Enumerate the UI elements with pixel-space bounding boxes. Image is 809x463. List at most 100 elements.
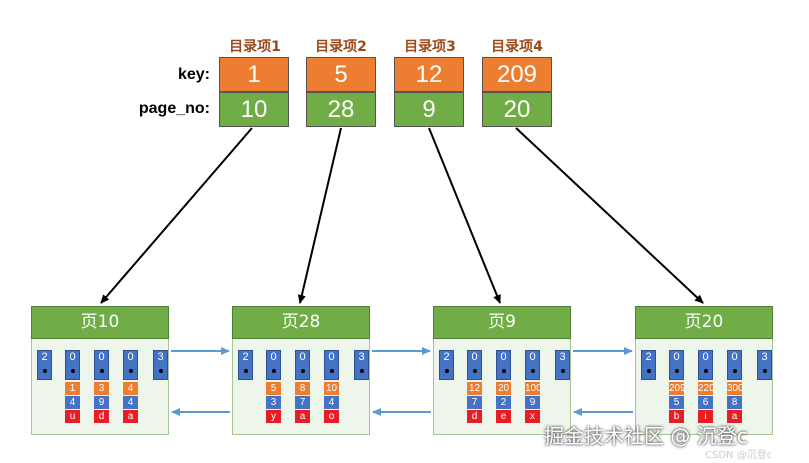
record-slot: 0 (324, 350, 339, 380)
record-slot: 3 (354, 350, 369, 380)
next-pointer-dot (502, 369, 506, 373)
record-column: 2 (496, 396, 511, 409)
record-key: 12 (467, 382, 482, 395)
record-slot: 2 (439, 350, 454, 380)
record-slot-value: 2 (242, 351, 249, 363)
record-key: 300 (727, 382, 744, 395)
key-row-label: key: (177, 66, 210, 83)
directory-page-no: 10 (219, 92, 289, 127)
next-pointer-dot (244, 369, 248, 373)
record-slot: 0 (467, 350, 482, 380)
record-slot-value: 0 (328, 351, 335, 363)
directory-page-no: 20 (482, 92, 552, 127)
record-slot-value: 0 (270, 351, 277, 363)
directory-to-page-arrow (515, 127, 704, 304)
directory-key: 5 (306, 57, 376, 92)
directory-title: 目录项4 (491, 39, 543, 55)
record-char: i (698, 410, 713, 423)
next-pointer-dot (129, 369, 133, 373)
record-slot: 3 (757, 350, 772, 380)
record-key: 8 (295, 382, 310, 395)
record-slot-value: 0 (673, 351, 680, 363)
record-slot-value: 3 (157, 351, 164, 363)
record-slot-value: 3 (761, 351, 768, 363)
record-char: a (295, 410, 310, 423)
record-slot: 0 (123, 350, 138, 380)
directory-key: 209 (482, 57, 552, 92)
next-pointer-dot (360, 369, 364, 373)
record-key: 5 (266, 382, 281, 395)
record-key: 209 (669, 382, 686, 395)
record-key: 3 (94, 382, 109, 395)
next-pointer-dot (330, 369, 334, 373)
next-pointer-dot (704, 369, 708, 373)
record-column: 4 (123, 396, 138, 409)
record-slot-value: 2 (41, 351, 48, 363)
record-slot-value: 0 (731, 351, 738, 363)
record-char: y (266, 410, 281, 423)
record-slot: 3 (555, 350, 570, 380)
record-key: 20 (496, 382, 511, 395)
directory-key: 12 (394, 57, 464, 92)
record-slot: 0 (266, 350, 281, 380)
record-slot: 0 (669, 350, 684, 380)
next-pointer-dot (272, 369, 276, 373)
record-slot: 0 (295, 350, 310, 380)
record-key: 220 (698, 382, 715, 395)
next-pointer-dot (43, 369, 47, 373)
record-slot: 0 (727, 350, 742, 380)
record-column: 3 (266, 396, 281, 409)
record-slot-value: 0 (529, 351, 536, 363)
page-title: 页9 (433, 306, 571, 339)
directory-page-no: 9 (394, 92, 464, 127)
directory-title: 目录项1 (229, 39, 281, 55)
next-pointer-dot (71, 369, 75, 373)
record-slot: 0 (65, 350, 80, 380)
record-column: 5 (669, 396, 684, 409)
directory-key: 1 (219, 57, 289, 92)
record-slot-value: 0 (471, 351, 478, 363)
record-slot-value: 0 (702, 351, 709, 363)
next-pointer-dot (159, 369, 163, 373)
watermark: 掘金技术社区 @ 沉登c (544, 424, 748, 448)
next-pointer-dot (561, 369, 565, 373)
directory-title: 目录项2 (315, 39, 367, 55)
watermark-sub: CSDN @沉登c (705, 450, 773, 461)
record-char: a (727, 410, 742, 423)
record-column: 4 (65, 396, 80, 409)
record-char: a (123, 410, 138, 423)
record-column: 7 (467, 396, 482, 409)
page-no-row-label: page_no: (138, 100, 210, 117)
record-column: 9 (94, 396, 109, 409)
directory-title: 目录项3 (404, 39, 456, 55)
record-key: 10 (324, 382, 339, 395)
record-slot: 0 (525, 350, 540, 380)
next-pointer-dot (763, 369, 767, 373)
record-slot-value: 2 (645, 351, 652, 363)
record-column: 4 (324, 396, 339, 409)
record-slot-value: 0 (500, 351, 507, 363)
record-char: o (324, 410, 339, 423)
record-key: 100 (525, 382, 542, 395)
record-column: 7 (295, 396, 310, 409)
next-pointer-dot (675, 369, 679, 373)
record-slot-value: 3 (559, 351, 566, 363)
record-slot-value: 3 (358, 351, 365, 363)
next-pointer-dot (647, 369, 651, 373)
next-pointer-dot (445, 369, 449, 373)
record-column: 8 (727, 396, 742, 409)
record-char: u (65, 410, 80, 423)
directory-to-page-arrow (297, 127, 342, 304)
record-char: d (94, 410, 109, 423)
page-title: 页10 (31, 306, 169, 339)
record-char: e (496, 410, 511, 423)
record-key: 4 (123, 382, 138, 395)
record-char: x (525, 410, 540, 423)
record-slot: 0 (496, 350, 511, 380)
next-pointer-dot (531, 369, 535, 373)
record-key: 1 (65, 382, 80, 395)
